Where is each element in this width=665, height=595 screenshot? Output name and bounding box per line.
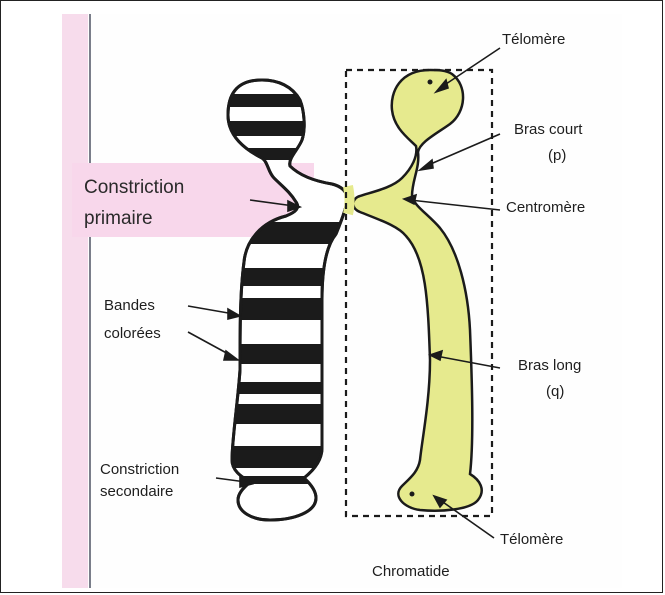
label-constriction-sec: Constriction [100,460,179,479]
telomere-dot-top [428,80,433,85]
band [200,148,360,160]
label-constriction-primaire: Constriction [84,175,184,200]
band [200,268,360,286]
band [200,476,360,484]
label-chromatide: Chromatide [372,562,450,581]
label-telomere-top: Télomère [502,30,565,49]
band [200,446,360,468]
label-colorees: colorées [104,324,161,343]
band [200,121,360,136]
label-secondaire: secondaire [100,482,173,501]
label-bras-court: Bras court [514,120,582,139]
label-telomere-bottom: Télomère [500,530,563,549]
label-constriction-primaire-2: primaire [84,206,153,231]
label-centromere: Centromère [506,198,585,217]
band [200,94,360,107]
telomere-dot-bottom [410,492,415,497]
label-bandes: Bandes [104,296,155,315]
band [200,298,360,320]
arrow-bandes-1 [188,306,234,314]
band [200,382,360,394]
band [200,404,360,424]
label-bras-long: Bras long [518,356,581,375]
arrow-centromere [410,200,500,210]
right-chromatid [353,70,481,511]
band [200,344,360,364]
arrow-bras-court [426,134,500,166]
label-bras-long-q: (q) [546,382,564,401]
label-bras-court-p: (p) [548,146,566,165]
